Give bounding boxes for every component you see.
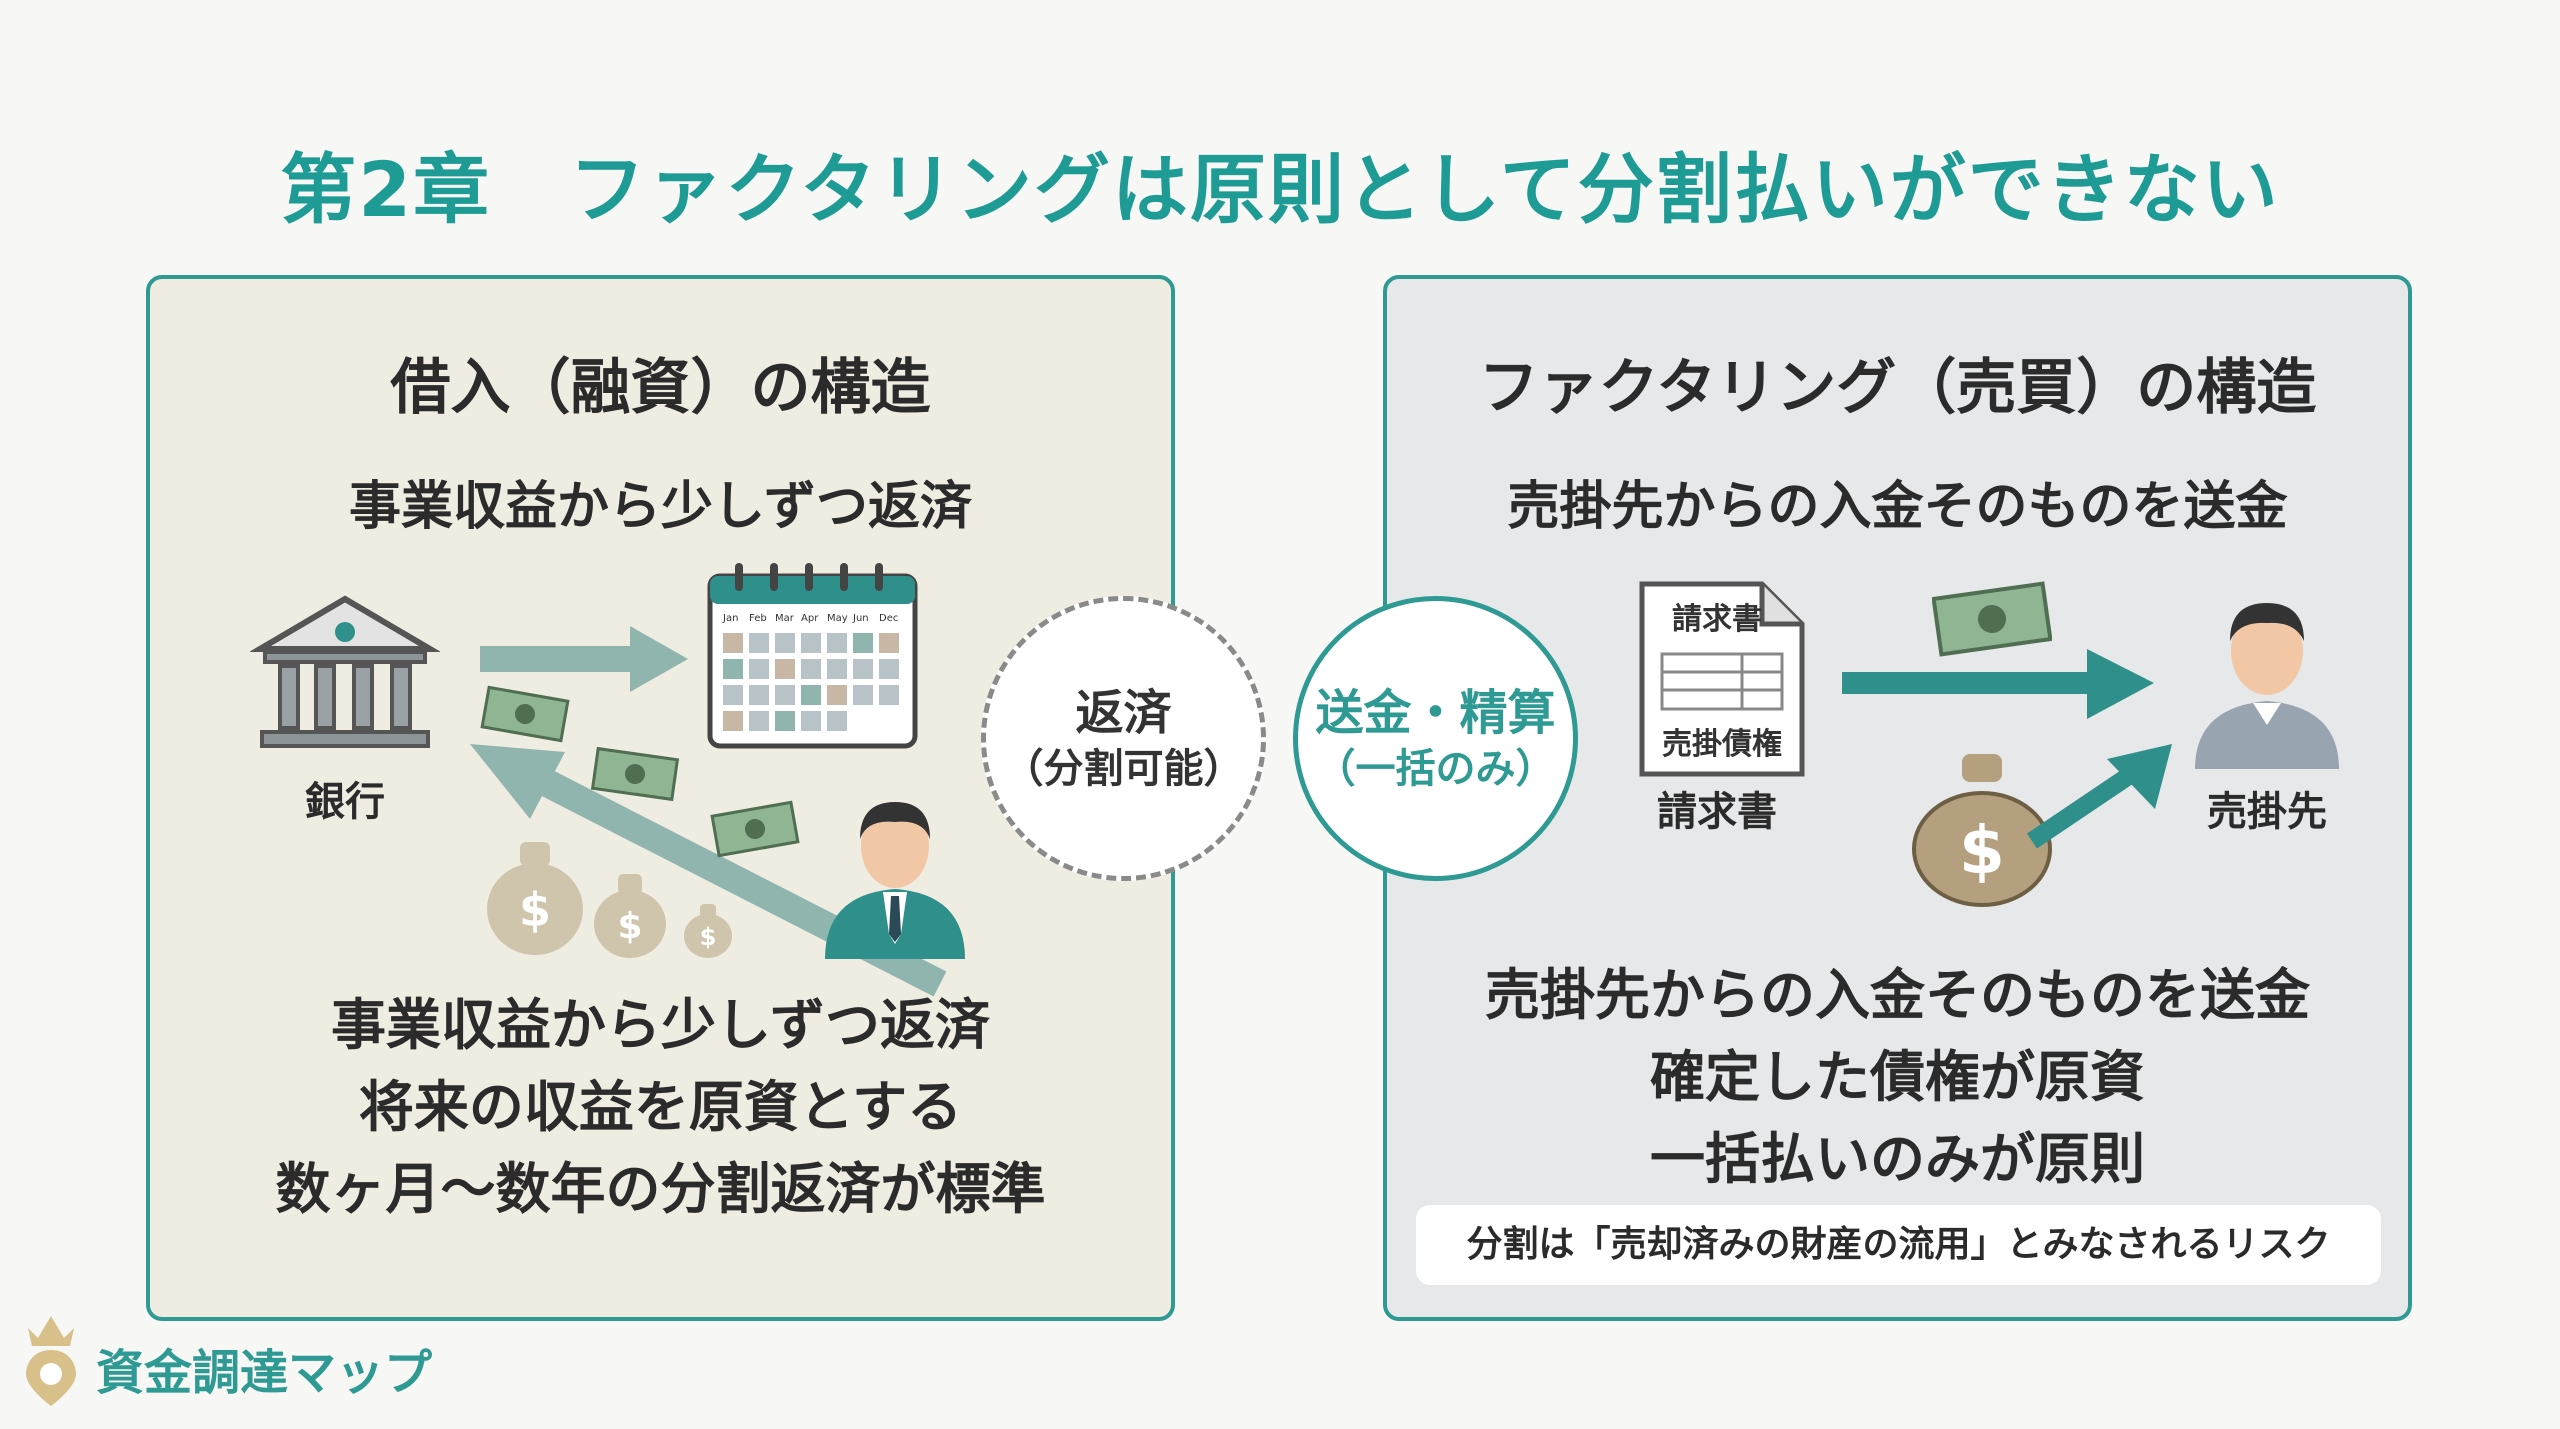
calendar-month: Jun bbox=[852, 613, 869, 624]
calendar-month: Feb bbox=[749, 613, 767, 624]
loan-panel-title: 借入（融資）の構造 bbox=[390, 353, 931, 423]
factoring-point: 一括払いのみが原則 bbox=[1649, 1127, 2145, 1191]
businessman-icon bbox=[825, 802, 965, 959]
arrow-right-icon bbox=[480, 626, 688, 692]
money-bags-icon: $ $ $ bbox=[487, 842, 732, 958]
loan-points: 事業収益から少しずつ返済 将来の収益を原資とする 数ヶ月〜数年の分割返済が標準 bbox=[150, 984, 1171, 1230]
settlement-circle-main: 送金・精算 bbox=[1315, 684, 1556, 741]
factoring-panel-subtitle: 売掛先からの入金そのものを送金 bbox=[1507, 477, 2288, 537]
factoring-point: 確定した債権が原資 bbox=[1649, 1045, 2145, 1109]
svg-text:$: $ bbox=[1959, 812, 2005, 889]
customer-icon bbox=[2195, 603, 2339, 769]
factoring-points: 売掛先からの入金そのものを送金 確定した債権が原資 一括払いのみが原則 bbox=[1387, 954, 2408, 1200]
calendar-month: Jan bbox=[722, 613, 738, 624]
money-bag-icon: $ bbox=[1912, 754, 2052, 907]
page-title: 第2章 ファクタリングは原則として分割払いができない bbox=[280, 145, 2280, 234]
calendar-month: May bbox=[827, 613, 848, 624]
svg-text:$: $ bbox=[519, 883, 551, 937]
loan-structure-panel: 借入（融資）の構造 事業収益から少しずつ返済 銀行 Jan Feb Mar bbox=[146, 275, 1175, 1321]
invoice-document-icon: 請求書 売掛債権 bbox=[1639, 581, 1805, 777]
calendar-months: Jan Feb Mar Apr May Jun Dec bbox=[722, 613, 898, 624]
repayment-circle-sub: （分割可能） bbox=[1003, 745, 1244, 792]
loan-point: 数ヶ月〜数年の分割返済が標準 bbox=[275, 1157, 1046, 1221]
repayment-circle: 返済 （分割可能） bbox=[981, 596, 1266, 881]
invoice-label: 請求書 bbox=[1657, 789, 1777, 835]
settlement-circle: 送金・精算 （一括のみ） bbox=[1293, 596, 1578, 881]
svg-text:$: $ bbox=[617, 906, 642, 947]
banknote-icon bbox=[1932, 581, 2052, 657]
factoring-panel-title: ファクタリング（売買）の構造 bbox=[1478, 353, 2317, 423]
risk-note: 分割は「売却済みの財産の流用」とみなされるリスク bbox=[1416, 1205, 2381, 1285]
svg-text:$: $ bbox=[700, 923, 717, 951]
banknote-icon bbox=[590, 746, 680, 802]
bank-label: 銀行 bbox=[305, 779, 385, 825]
invoice-doc-sub: 売掛債権 bbox=[1662, 727, 1782, 762]
settlement-circle-sub: （一括のみ） bbox=[1315, 745, 1556, 792]
loan-point: 事業収益から少しずつ返済 bbox=[331, 993, 990, 1057]
calendar-month: Mar bbox=[775, 613, 795, 624]
bank-icon bbox=[250, 595, 440, 748]
repayment-circle-main: 返済 bbox=[1075, 684, 1172, 741]
calendar-month: Apr bbox=[801, 613, 819, 624]
customer-label: 売掛先 bbox=[2207, 789, 2327, 835]
calendar-month: Dec bbox=[879, 613, 898, 624]
loan-point: 将来の収益を原資とする bbox=[358, 1075, 963, 1139]
calendar-icon: Jan Feb Mar Apr May Jun Dec bbox=[707, 563, 918, 749]
arrow-right-icon bbox=[1842, 649, 2154, 719]
loan-panel-subtitle: 事業収益から少しずつ返済 bbox=[349, 477, 972, 537]
invoice-doc-title: 請求書 bbox=[1672, 602, 1762, 637]
banknote-icon bbox=[480, 685, 570, 743]
brand-logo-icon bbox=[26, 1316, 76, 1406]
arrow-up-right-icon bbox=[2027, 744, 2172, 849]
factoring-point: 売掛先からの入金そのものを送金 bbox=[1484, 963, 2310, 1027]
banknote-icon bbox=[710, 800, 800, 858]
brand-name: 資金調達マップ bbox=[96, 1345, 433, 1401]
